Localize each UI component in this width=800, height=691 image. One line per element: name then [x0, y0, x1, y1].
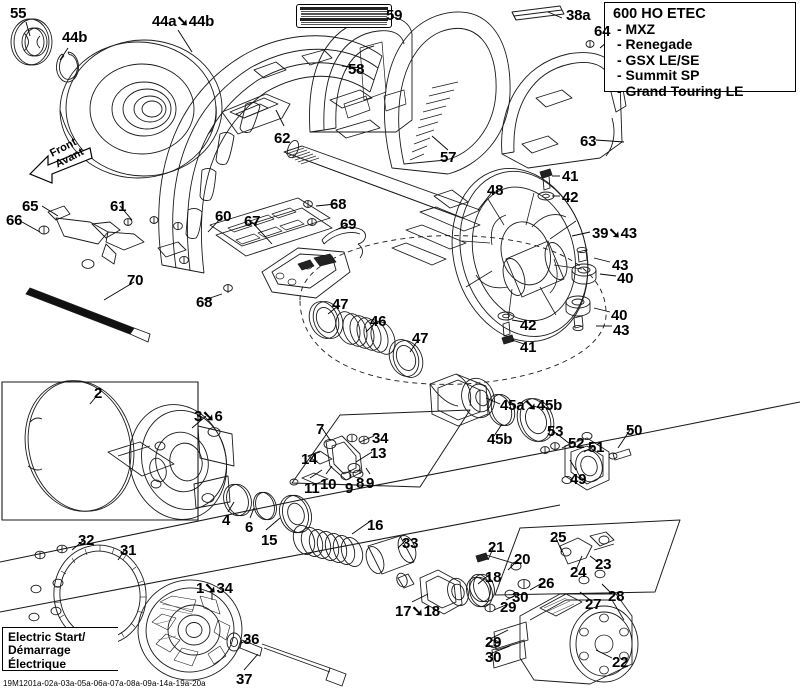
callout-1-34: 1➘34 [196, 580, 233, 597]
callout-7: 7 [316, 421, 325, 438]
callout-2: 2 [94, 385, 103, 402]
callout-43: 43 [612, 257, 629, 274]
electric-start-line-3: Électrique [8, 656, 67, 671]
front-arrow-icon [28, 147, 93, 184]
callout-37: 37 [236, 671, 253, 688]
callout-46: 46 [370, 313, 387, 330]
callout-9: 9 [345, 480, 354, 497]
callout-38a: 38a [566, 7, 591, 24]
callout-55: 55 [10, 5, 27, 22]
callout-39-43: 39➘43 [592, 225, 637, 242]
callout-29: 29 [485, 634, 502, 651]
callout-42: 42 [520, 317, 537, 334]
callout-18: 18 [485, 569, 502, 586]
decal-text-line [301, 24, 387, 26]
callout-44a-44b: 44a➘44b [152, 13, 215, 30]
model-item: - MXZ [617, 21, 656, 37]
electric-start-note: Electric Start/ Démarrage Électrique [2, 627, 118, 671]
drawing-reference-code: 19M1201a-02a-03a-05a-06a-07a-08a-09a-14a… [3, 679, 206, 688]
callout-40: 40 [611, 307, 628, 324]
electric-start-line-1: Electric Start/ [8, 630, 86, 644]
callout-41: 41 [520, 339, 537, 356]
callout-32: 32 [78, 532, 95, 549]
callout-11: 11 [304, 480, 320, 497]
engine-model-heading: 600 HO ETEC [613, 6, 706, 22]
callout-48: 48 [487, 182, 504, 199]
electric-start-line-2: Démarrage [8, 643, 71, 658]
callout-44b: 44b [62, 29, 88, 46]
decal-text-line [301, 11, 387, 13]
callout-16: 16 [367, 517, 384, 534]
callout-45a-45b: 45a➘45b [500, 397, 563, 414]
callout-67: 67 [244, 213, 261, 230]
model-item: - GSX LE/SE [617, 51, 700, 68]
decal-header-bar [300, 7, 388, 10]
callout-45b: 45b [487, 431, 513, 448]
callout-42: 42 [562, 189, 579, 206]
callout-28: 28 [608, 588, 625, 605]
callout-62: 62 [274, 130, 291, 147]
callout-30: 30 [512, 589, 529, 606]
model-item: - Renegade [617, 36, 693, 53]
callout-63: 63 [580, 133, 597, 150]
decal-text-line [301, 15, 387, 17]
callout-31: 31 [120, 542, 137, 559]
callout-20: 20 [514, 551, 531, 568]
callout-51: 51 [588, 439, 605, 456]
decal-header-bar [300, 17, 388, 21]
callout-34: 34 [372, 430, 389, 447]
callout-23: 23 [595, 556, 612, 573]
callout-52: 52 [568, 435, 585, 452]
callout-3-6: 3➘6 [194, 408, 223, 425]
callout-13: 13 [370, 445, 387, 462]
callout-21: 21 [488, 539, 505, 556]
callout-36: 36 [243, 631, 260, 648]
callout-53: 53 [547, 423, 564, 440]
callout-65: 65 [22, 198, 39, 215]
callout-64: 64 [594, 23, 611, 40]
callout-59: 59 [386, 7, 403, 24]
callout-14: 14 [301, 451, 318, 468]
callout-25: 25 [550, 529, 567, 546]
callout-49: 49 [570, 471, 587, 488]
decal-text-line [301, 21, 387, 24]
callout-17-18: 17➘18 [395, 603, 440, 620]
warning-decal-59 [296, 4, 392, 28]
front-direction-indicator: Front Avant [28, 136, 94, 186]
callout-24: 24 [570, 564, 587, 581]
model-item: - Summit SP [617, 67, 700, 84]
callout-66: 66 [6, 212, 23, 229]
callout-27: 27 [585, 596, 602, 613]
model-title-block: 600 HO ETEC - MXZ - Renegade - GSX LE/SE… [604, 2, 796, 99]
callout-70: 70 [127, 272, 144, 289]
callout-58: 58 [348, 61, 365, 78]
callout-68: 68 [196, 294, 213, 311]
callout-22: 22 [612, 654, 629, 671]
callout-47: 47 [332, 296, 349, 313]
callout-41: 41 [562, 168, 579, 185]
callout-4: 4 [222, 512, 231, 529]
callout-33: 33 [402, 535, 419, 552]
callout-40: 40 [617, 270, 634, 287]
callout-26: 26 [538, 575, 555, 592]
callout-61: 61 [110, 198, 127, 215]
callout-60: 60 [215, 208, 232, 225]
callout-15: 15 [261, 532, 278, 549]
callout-9: 9 [366, 475, 375, 492]
callout-50: 50 [626, 422, 643, 439]
decal-text-line [301, 13, 387, 15]
callout-30: 30 [485, 649, 502, 666]
callout-47: 47 [412, 330, 429, 347]
callout-6: 6 [245, 519, 254, 536]
callout-57: 57 [440, 149, 457, 166]
callout-10: 10 [320, 476, 337, 493]
callout-29: 29 [500, 599, 517, 616]
callout-8: 8 [356, 475, 365, 492]
model-item: - Grand Touring LE [617, 82, 744, 99]
callout-69: 69 [340, 216, 357, 233]
callout-43: 43 [613, 322, 630, 339]
callout-68: 68 [330, 196, 347, 213]
